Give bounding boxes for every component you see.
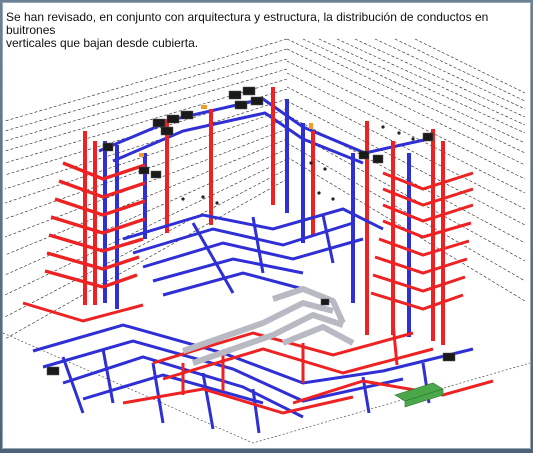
slide-caption: Se han revisado, en conjunto con arquite… [6,11,526,50]
basement-network-return [32,323,474,434]
slide-canvas: Se han revisado, en conjunto con arquite… [2,2,531,449]
green-air-handling-unit [394,382,444,408]
podium-network-return [122,207,384,297]
hvac-isometric-drawing [3,38,530,444]
orange-fittings [139,105,313,157]
diffusers [181,125,415,205]
caption-line-1: Se han revisado, en conjunto con arquite… [6,10,489,37]
right-tower-floors-supply [370,171,474,311]
basement-network-supply [22,301,494,415]
iso-grid-right [286,38,526,302]
roof-equipment [46,86,456,376]
caption-line-2: verticales que bajan desde cubierta. [6,36,199,50]
left-tower-floors-supply [44,161,146,289]
main-trunk-gray [182,286,355,366]
vertical-risers-supply [83,87,445,345]
